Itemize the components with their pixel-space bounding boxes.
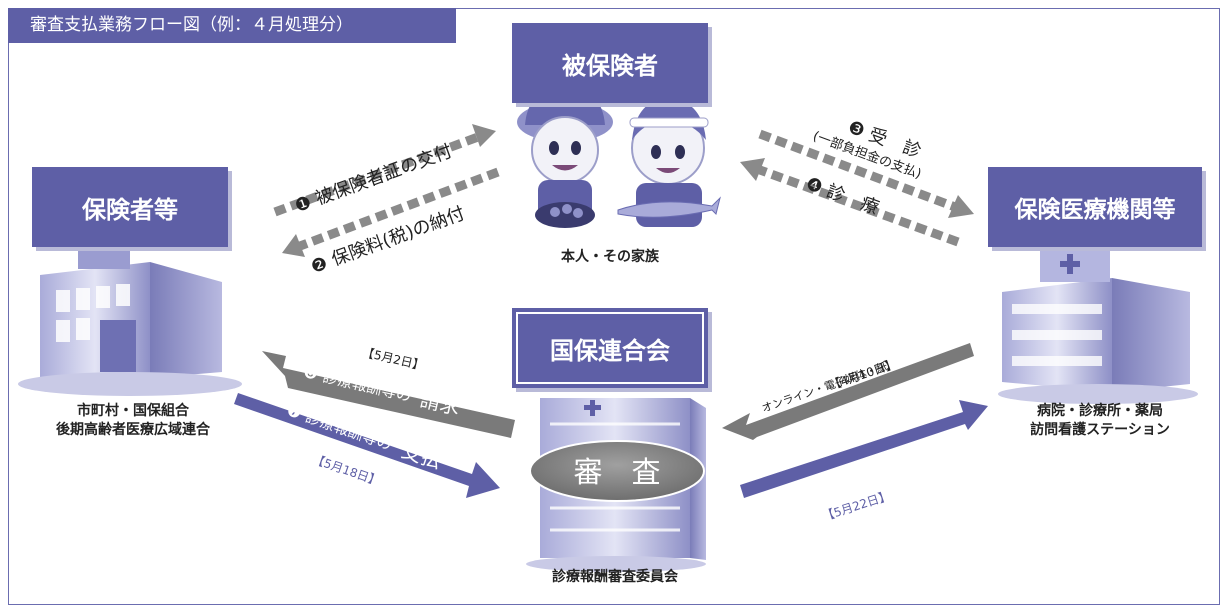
insurer-caption-line1: 市町村・国保組合	[77, 403, 189, 419]
medical-building-illustration	[998, 248, 1198, 404]
review-label: 審 査	[573, 455, 660, 489]
step5-number: ❺	[780, 437, 800, 460]
step7-number: ❼	[284, 400, 304, 423]
insured-people-illustration	[517, 84, 721, 228]
diagram-title: 審査支払業務フロー図（例：４月処理分）	[8, 8, 456, 43]
medical-caption-line1: 病院・診療所・薬局	[1037, 403, 1163, 419]
step2-number: ❷	[308, 253, 330, 278]
step4-label: 診 療	[824, 181, 882, 219]
step3-number: ❸	[845, 117, 867, 142]
insurer-caption-line2: 後期高齢者医療広域連合	[56, 422, 210, 438]
solid-arrow-step8	[740, 400, 988, 498]
medical-institution-box: 保険医療機関等	[988, 167, 1202, 247]
insurer-box: 保険者等	[32, 167, 228, 247]
federation-box: 国保連合会	[512, 308, 708, 388]
dotted-arrow-step3	[758, 129, 974, 218]
solid-arrow-step5	[722, 343, 974, 440]
step4-number: ❹	[803, 173, 825, 198]
insured-caption: 本人・その家族	[561, 249, 659, 265]
solid-arrow-step6	[262, 351, 515, 438]
committee-caption: 診療報酬審査委員会	[552, 569, 678, 585]
review-ellipse	[529, 440, 705, 502]
step8-number: ❽	[787, 487, 807, 510]
insured-box: 被保険者	[512, 23, 708, 103]
step7-date: 【5月18日】	[311, 452, 383, 488]
medical-caption-line2: 訪問看護ステーション	[1030, 422, 1170, 438]
step7-label-b: 支払	[399, 438, 445, 474]
dotted-arrow-step2	[282, 167, 500, 257]
dotted-arrow-step1	[273, 124, 496, 217]
step6-date: 【5月2日】	[361, 345, 426, 373]
medical-caption: 病院・診療所・薬局 訪問看護ステーション	[990, 402, 1210, 440]
step5-label-b: 請求	[895, 387, 941, 423]
dotted-arrow-step4	[740, 158, 960, 247]
step1-number: ❶	[292, 192, 314, 217]
step6-number: ❻	[302, 362, 320, 384]
insurer-building-illustration	[18, 247, 242, 396]
step8-label-b: 支払	[902, 440, 947, 475]
solid-arrow-step7	[234, 393, 500, 498]
insurer-caption: 市町村・国保組合 後期高齢者医療広域連合	[18, 402, 248, 440]
